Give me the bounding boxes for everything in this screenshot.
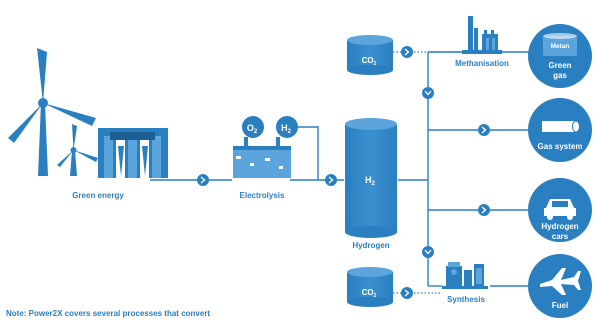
arrow-right-icon xyxy=(478,124,490,136)
arrow-right-icon xyxy=(401,46,413,58)
arrow-down-icon xyxy=(422,87,434,99)
footnote: Note: Power2X covers several processes t… xyxy=(6,309,211,318)
hydrogen-cars-label-line2: cars xyxy=(552,232,569,241)
hydrogen-label: Hydrogen xyxy=(352,241,389,250)
co2-cylinder-bottom xyxy=(347,267,393,307)
arrow-right-icon xyxy=(325,174,337,186)
gas-system-label: Gas system xyxy=(538,142,583,151)
methanisation-label: Methanisation xyxy=(455,59,509,68)
synthesis-plant-icon xyxy=(442,262,488,289)
co2-bottom-label: CO2 xyxy=(362,288,377,299)
green-gas-label-line1: Green xyxy=(548,61,571,70)
line-h2-outlet xyxy=(298,126,319,180)
arrow-right-icon xyxy=(401,287,413,299)
arrow-right-icon xyxy=(197,174,209,186)
h2-label: H2 xyxy=(281,123,292,135)
electrolysis-label: Electrolysis xyxy=(240,191,285,200)
airplane-icon xyxy=(540,268,581,295)
arrow-right-icon xyxy=(478,204,490,216)
methanisation-factory-icon xyxy=(462,16,502,54)
gas-system-output xyxy=(528,98,592,162)
green-gas-label-line2: gas xyxy=(553,71,567,80)
fuel-label: Fuel xyxy=(552,301,568,310)
wind-turbine-large xyxy=(8,48,96,176)
arrow-down-icon xyxy=(422,246,434,258)
green-gas-output xyxy=(528,24,592,88)
wind-turbine-small xyxy=(57,124,98,176)
hydrogen-h2-label: H2 xyxy=(365,175,376,187)
hydrogen-cylinder xyxy=(345,118,397,238)
dam-icon xyxy=(98,128,168,178)
hydrogen-cars-label-line1: Hydrogen xyxy=(541,222,578,231)
hydrogen-cars-output xyxy=(528,178,592,242)
synthesis-label: Synthesis xyxy=(447,295,485,304)
flow-lines xyxy=(150,51,530,287)
fuel-output xyxy=(528,254,592,318)
electrolysis-tank xyxy=(233,116,298,178)
co2-cylinder-top xyxy=(347,35,393,75)
metan-label: Metan xyxy=(551,43,570,50)
green-energy-label: Green energy xyxy=(72,191,124,200)
arrow-markers xyxy=(197,46,490,299)
co2-top-label: CO2 xyxy=(362,56,377,67)
o2-label: O2 xyxy=(247,123,258,135)
